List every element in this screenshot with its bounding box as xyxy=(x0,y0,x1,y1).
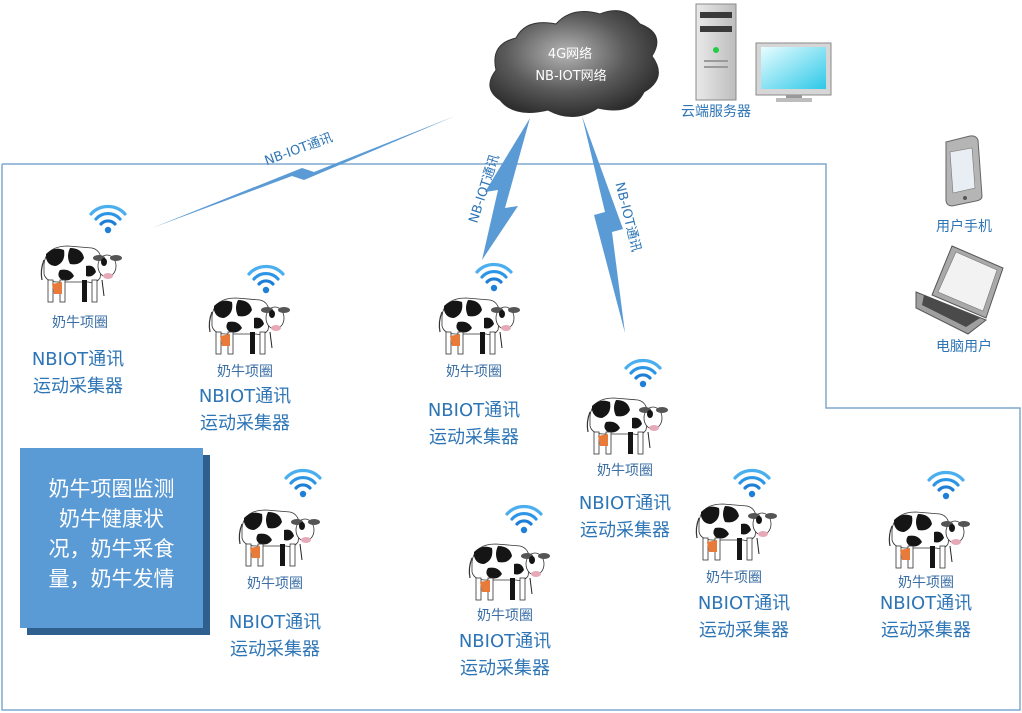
phone-icon xyxy=(945,135,983,207)
link-label-left: NB-IOT通讯 xyxy=(263,130,335,168)
laptop-icon xyxy=(915,245,1004,335)
collector-label: NBIOT通讯 运动采集器 xyxy=(445,628,565,682)
wifi-icon xyxy=(624,358,662,389)
wifi-icon xyxy=(505,504,543,535)
region-border xyxy=(1,163,1021,711)
collector-line2: 运动采集器 xyxy=(429,427,519,448)
collector-line1: NBIOT通讯 xyxy=(458,631,552,652)
collar-label: 奶牛项圈 xyxy=(898,575,954,591)
collector-label: NBIOT通讯 运动采集器 xyxy=(185,383,305,437)
collector-line2: 运动采集器 xyxy=(230,639,320,660)
collar-label: 奶牛项圈 xyxy=(52,315,108,331)
wifi-icon xyxy=(733,468,771,499)
wifi-icon xyxy=(927,470,965,501)
collector-label: NBIOT通讯 运动采集器 xyxy=(18,346,138,400)
monitoring-info-box: 奶牛项圈监测 奶牛健康状 况，奶牛采食 量，奶牛发情 xyxy=(20,448,203,628)
cloud-label-nbiot: NB-IOT网络 xyxy=(535,69,607,84)
collar-label: 奶牛项圈 xyxy=(247,576,303,592)
info-line: 奶牛项圈监测 xyxy=(48,477,175,501)
collector-line2: 运动采集器 xyxy=(580,520,670,541)
info-line: 况，奶牛采食 xyxy=(48,537,175,561)
collar-label: 奶牛项圈 xyxy=(597,463,653,479)
collector-line2: 运动采集器 xyxy=(33,376,123,397)
link-bolt-right xyxy=(582,116,625,333)
collector-line1: NBIOT通讯 xyxy=(31,349,125,370)
info-line: 量，奶牛发情 xyxy=(48,567,175,591)
cow-icon xyxy=(40,245,123,303)
collector-line1: NBIOT通讯 xyxy=(228,612,322,633)
laptop-label: 电脑用户 xyxy=(936,339,992,355)
info-line: 奶牛健康状 xyxy=(59,507,164,531)
collar-label: 奶牛项圈 xyxy=(706,570,762,586)
cow-icon xyxy=(586,397,669,455)
collector-line1: NBIOT通讯 xyxy=(198,386,292,407)
link-bolt-middle xyxy=(482,118,530,260)
collar-label: 奶牛项圈 xyxy=(446,364,502,380)
wifi-icon xyxy=(247,264,285,295)
wifi-icon xyxy=(284,468,322,499)
collar-label: 奶牛项圈 xyxy=(217,364,273,380)
phone-label: 用户手机 xyxy=(936,219,992,235)
collector-line2: 运动采集器 xyxy=(460,658,550,679)
monitor-icon xyxy=(755,42,832,102)
collar-label: 奶牛项圈 xyxy=(477,608,533,624)
collector-label: NBIOT通讯 运动采集器 xyxy=(215,609,335,663)
collector-line1: NBIOT通讯 xyxy=(697,593,791,614)
collector-line2: 运动采集器 xyxy=(699,620,789,641)
wifi-icon xyxy=(475,262,513,293)
cow-icon xyxy=(468,543,551,601)
link-bolt-left xyxy=(152,116,455,228)
cow-icon xyxy=(695,503,778,561)
server-label: 云端服务器 xyxy=(681,104,751,120)
collector-line1: NBIOT通讯 xyxy=(578,493,672,514)
collector-label: NBIOT通讯 运动采集器 xyxy=(866,590,986,644)
cow-icon xyxy=(888,511,971,569)
collector-label: NBIOT通讯 运动采集器 xyxy=(565,490,685,544)
collector-line2: 运动采集器 xyxy=(200,413,290,434)
collector-line1: NBIOT通讯 xyxy=(427,400,521,421)
cow-icon xyxy=(208,297,291,355)
collector-label: NBIOT通讯 运动采集器 xyxy=(684,590,804,644)
wifi-icon xyxy=(89,204,127,235)
collector-label: NBIOT通讯 运动采集器 xyxy=(414,397,534,451)
cloud-icon xyxy=(489,10,659,117)
server-icon xyxy=(695,3,737,101)
collector-line1: NBIOT通讯 xyxy=(879,593,973,614)
cow-icon xyxy=(438,297,521,355)
collector-line2: 运动采集器 xyxy=(881,620,971,641)
cow-icon xyxy=(238,509,321,567)
cloud-label-4g: 4G网络 xyxy=(547,47,593,62)
